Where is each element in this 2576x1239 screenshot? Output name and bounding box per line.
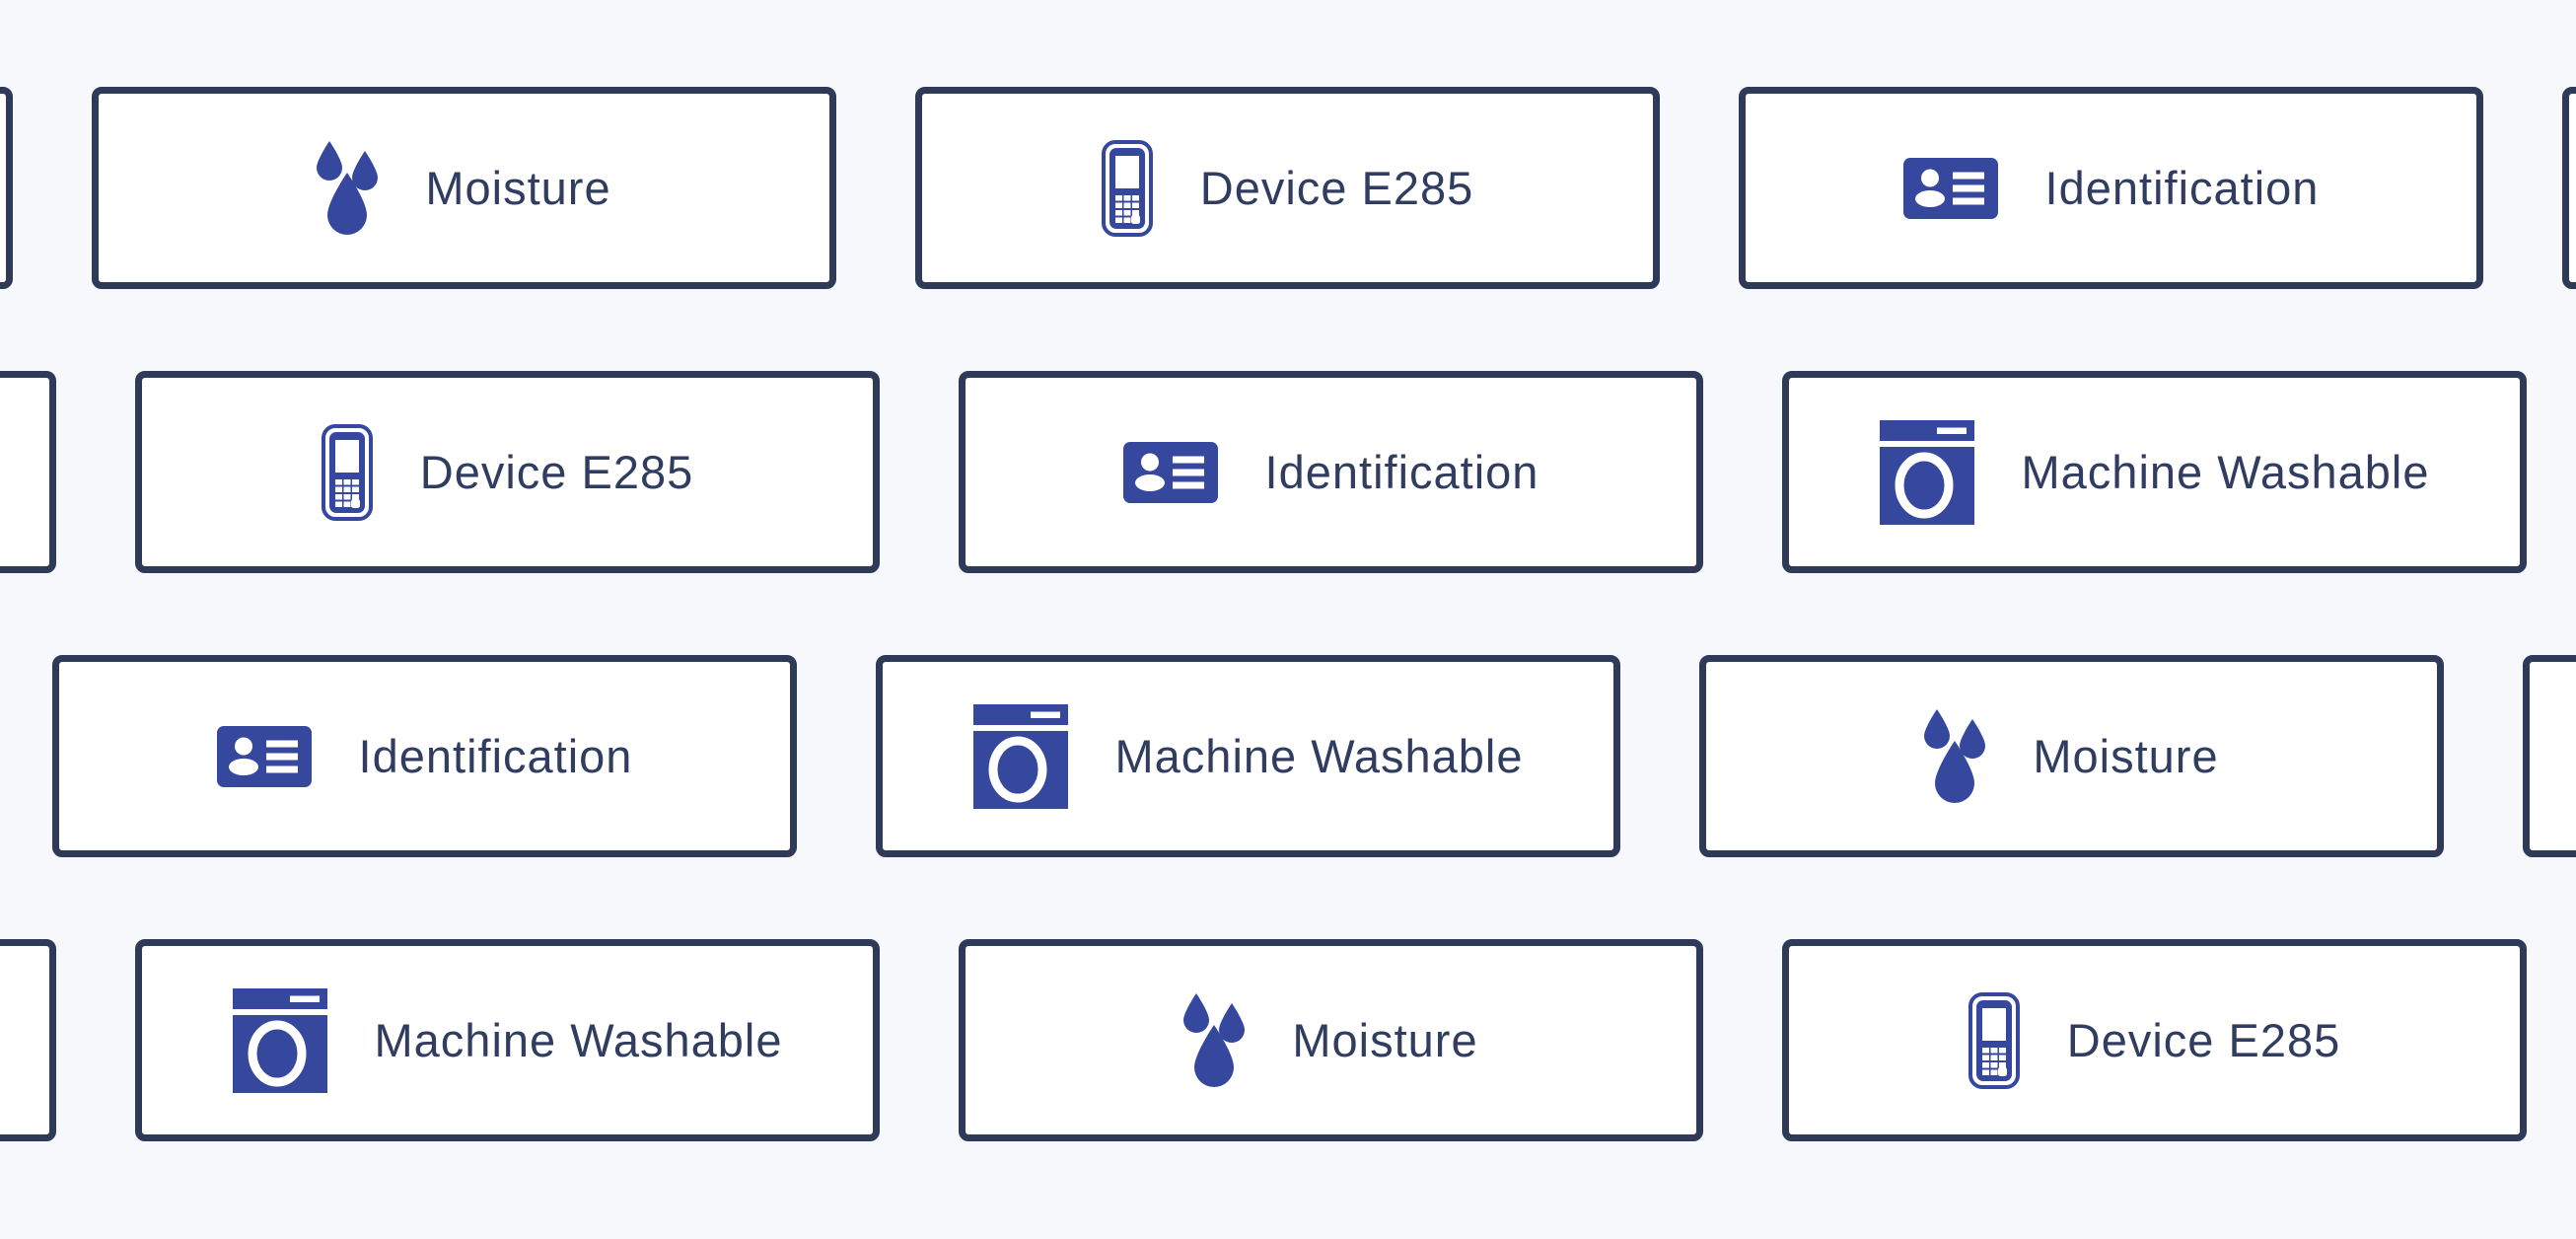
id-card-icon — [217, 726, 312, 787]
washing-machine-icon — [1880, 420, 1974, 525]
card-identification[interactable]: Identification — [959, 371, 1703, 573]
card-partial[interactable] — [0, 371, 56, 573]
card-label: Moisture — [1292, 1014, 1478, 1066]
carousel-row-1: Moisture Device E285 Identification — [0, 87, 2576, 289]
water-drops-icon — [1924, 707, 1985, 806]
card-machine-washable[interactable]: Machine Washable — [1782, 371, 2527, 573]
card-label: Moisture — [2033, 730, 2219, 782]
card-machine-washable[interactable]: Machine Washable — [135, 939, 880, 1141]
card-label: Machine Washable — [374, 1014, 783, 1066]
carousel-row-2: Device E285 Identification Machine Washa… — [0, 371, 2527, 573]
card-label: Identification — [2044, 162, 2320, 214]
card-identification[interactable]: Identification — [1739, 87, 2483, 289]
id-card-icon — [1903, 158, 1998, 219]
mobile-phone-icon — [1102, 140, 1153, 237]
card-partial[interactable] — [2523, 655, 2576, 857]
card-label: Device E285 — [1199, 162, 1474, 214]
card-label: Machine Washable — [1114, 730, 1524, 782]
card-device-e285[interactable]: Device E285 — [135, 371, 880, 573]
card-moisture[interactable]: Moisture — [92, 87, 836, 289]
card-device-e285[interactable]: Device E285 — [915, 87, 1660, 289]
card-label: Device E285 — [2066, 1014, 2341, 1066]
card-partial[interactable] — [0, 939, 56, 1141]
carousel-row-4: Machine Washable Moisture Device E285 — [0, 939, 2527, 1141]
mobile-phone-icon — [322, 424, 373, 521]
card-partial[interactable] — [0, 87, 13, 289]
card-moisture[interactable]: Moisture — [959, 939, 1703, 1141]
carousel-row-3: Identification Machine Washable Moisture — [52, 655, 2576, 857]
washing-machine-icon — [233, 988, 327, 1093]
card-partial[interactable] — [2562, 87, 2576, 289]
card-label: Moisture — [425, 162, 611, 214]
id-card-icon — [1123, 442, 1218, 503]
card-machine-washable[interactable]: Machine Washable — [876, 655, 1620, 857]
water-drops-icon — [317, 139, 378, 238]
card-label: Machine Washable — [2021, 446, 2430, 498]
card-label: Identification — [1264, 446, 1539, 498]
mobile-phone-icon — [1968, 992, 2020, 1089]
card-label: Device E285 — [419, 446, 694, 498]
card-label: Identification — [358, 730, 633, 782]
card-identification[interactable]: Identification — [52, 655, 797, 857]
card-device-e285[interactable]: Device E285 — [1782, 939, 2527, 1141]
card-moisture[interactable]: Moisture — [1699, 655, 2444, 857]
water-drops-icon — [1183, 991, 1245, 1090]
washing-machine-icon — [973, 704, 1068, 809]
